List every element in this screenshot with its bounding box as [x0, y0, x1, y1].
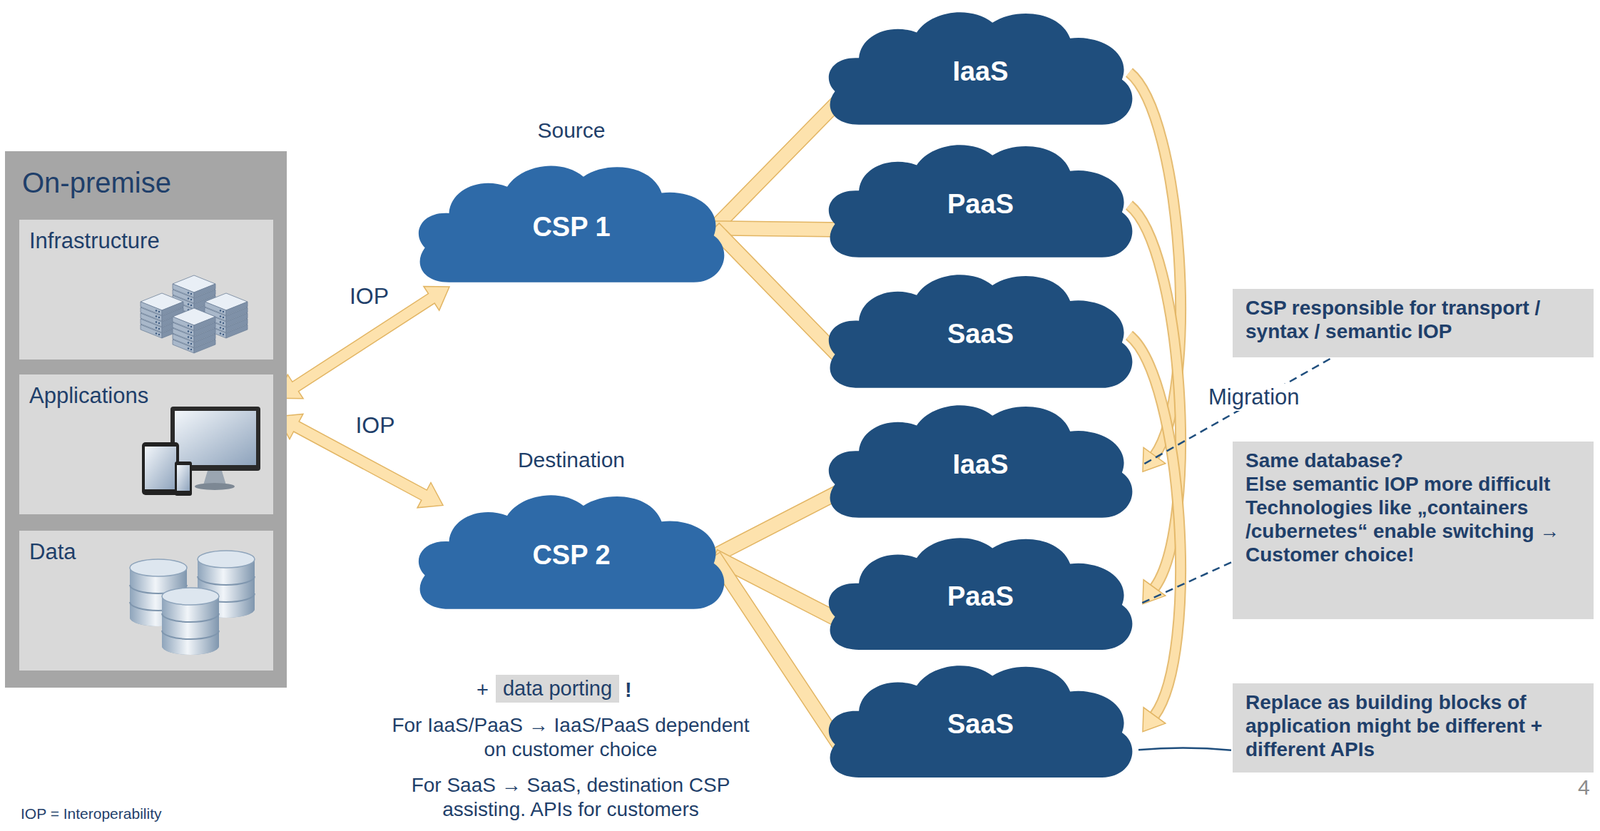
arrow-body	[710, 483, 846, 563]
service-cloud: PaaS	[821, 137, 1140, 261]
csp-cloud: SourceCSP 1	[410, 158, 732, 286]
cloud-text-holder: PaaS	[821, 530, 1140, 653]
cloud-label: IaaS	[952, 56, 1008, 88]
link-band	[710, 483, 846, 563]
cloud-heading: Source	[410, 118, 732, 143]
data-box: Data	[19, 530, 274, 671]
cloud-text-holder: CSP 1	[410, 158, 732, 286]
page-number: 4	[1577, 773, 1591, 801]
migration-label: Migration	[1205, 383, 1303, 411]
leader-line	[1139, 562, 1232, 604]
link-band	[709, 92, 848, 234]
callout-text: Technologies like „containers /cubernete…	[1245, 495, 1584, 567]
callout-text: Replace as building blocks of applicatio…	[1245, 690, 1584, 762]
link-band	[709, 223, 848, 366]
exclamation: !	[624, 677, 633, 703]
cloud-text-holder: IaaS	[821, 4, 1140, 128]
cloud-label: CSP 1	[532, 211, 610, 243]
service-cloud: SaaS	[821, 267, 1140, 391]
edge-label: IOP	[353, 412, 397, 439]
box-label: Infrastructure	[29, 228, 160, 254]
callout-box: CSP responsible for transport / syntax /…	[1232, 288, 1594, 358]
cloud-text-holder: SaaS	[821, 658, 1140, 781]
box-label: Applications	[29, 383, 149, 409]
server-icon	[122, 253, 266, 354]
link-band	[714, 221, 843, 237]
highlight-label: data porting	[495, 674, 620, 703]
callout-box: Replace as building blocks of applicatio…	[1232, 683, 1594, 773]
arrowhead	[1142, 447, 1166, 472]
migration-arrow	[1129, 72, 1181, 473]
migration-arrow	[1129, 205, 1181, 605]
callout-text: Else semantic IOP more difficult	[1245, 472, 1584, 496]
cloud-heading: Destination	[410, 447, 732, 473]
cloud-label: SaaS	[947, 318, 1014, 350]
arrow-body	[714, 221, 843, 237]
cloud-text-holder: PaaS	[821, 137, 1140, 261]
csp-cloud: DestinationCSP 2	[410, 487, 732, 613]
database-icon	[122, 546, 266, 661]
cloud-label: PaaS	[947, 581, 1014, 613]
leader-stroke	[1139, 562, 1232, 604]
edge-label: IOP	[347, 283, 391, 310]
on-premise-panel: On-premiseInfrastructure Applications Da…	[4, 151, 287, 688]
callout-box: Same database?Else semantic IOP more dif…	[1232, 441, 1594, 620]
plus-sign: +	[476, 677, 489, 703]
service-cloud: PaaS	[821, 530, 1140, 653]
service-cloud: IaaS	[821, 4, 1140, 128]
arrow-body	[709, 92, 848, 234]
devices-icon	[141, 403, 264, 500]
cloud-text-holder: SaaS	[821, 267, 1140, 391]
migration-arrow	[1129, 335, 1181, 732]
applications-box: Applications	[19, 374, 274, 515]
note-text: For IaaS/PaaS → IaaS/PaaS dependent on c…	[385, 713, 757, 762]
infrastructure-box: Infrastructure	[19, 219, 274, 360]
callout-text: Same database?	[1245, 448, 1584, 473]
cloud-text-holder: CSP 2	[410, 487, 732, 613]
panel-title: On-premise	[22, 166, 172, 200]
service-cloud: IaaS	[821, 398, 1140, 521]
footnote: IOP = Interoperability	[20, 804, 162, 824]
cloud-text-holder: IaaS	[821, 398, 1140, 521]
cloud-label: SaaS	[947, 709, 1014, 740]
callout-text: CSP responsible for transport / syntax /…	[1245, 296, 1584, 344]
cloud-label: PaaS	[947, 189, 1014, 220]
note-text: For SaaS → SaaS, destination CSP assisti…	[378, 773, 764, 822]
leader-line	[1138, 748, 1232, 751]
arrow-outline	[1129, 335, 1181, 716]
cloud-label: IaaS	[952, 449, 1008, 481]
cloud-label: CSP 2	[532, 539, 610, 571]
arrow-body	[709, 223, 848, 366]
box-label: Data	[29, 539, 76, 565]
arrowhead	[1142, 707, 1166, 732]
service-cloud: SaaS	[821, 658, 1140, 781]
leader-stroke	[1138, 748, 1232, 751]
arrow-body	[1129, 335, 1181, 716]
